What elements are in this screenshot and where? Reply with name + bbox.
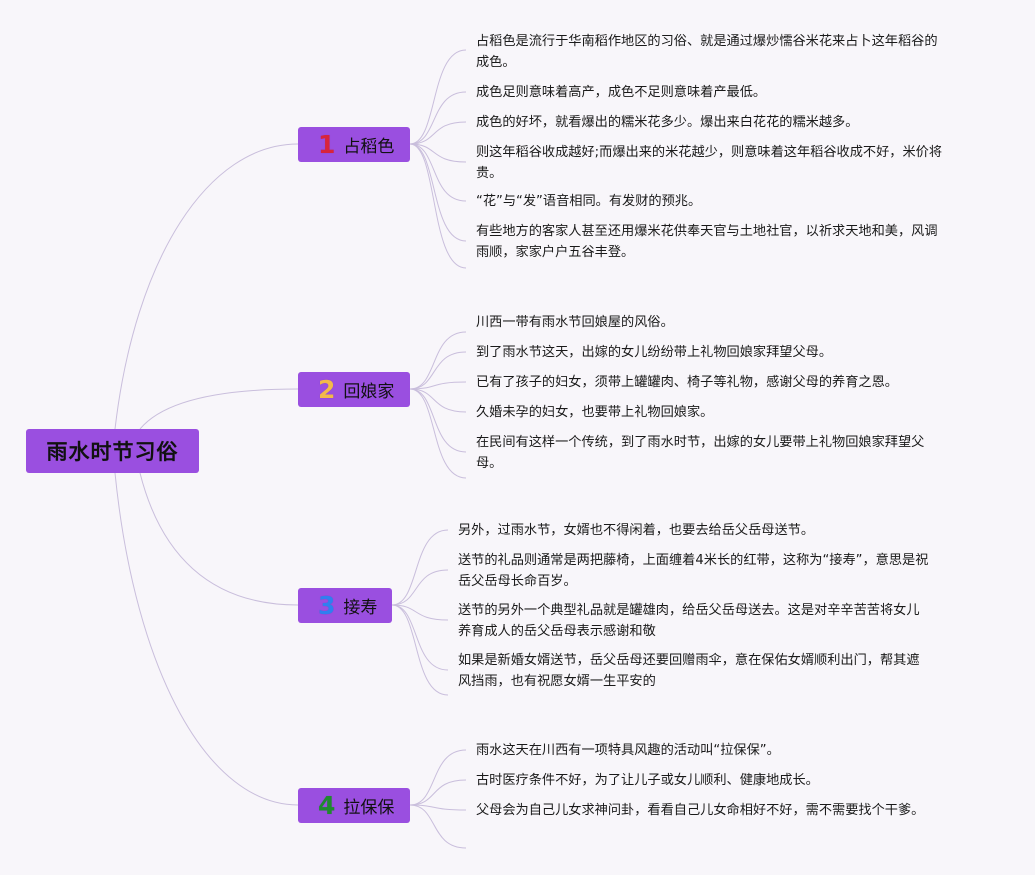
connector-branch-1-leaf-7: [409, 143, 467, 269]
connector-branch-4-leaf-4: [409, 804, 467, 849]
leaf-3-3: 送节的另外一个典型礼品就是罐雄肉，给岳父岳母送去。这是对辛辛苦苦将女儿养育成人的…: [458, 603, 920, 639]
connector-branch-1-leaf-2: [409, 91, 467, 145]
connector-branch-2-leaf-6: [409, 388, 467, 479]
connector-branch-2-leaf-5: [409, 388, 467, 453]
connector-branch-4-leaf-2: [409, 779, 467, 806]
connector-branch-4-leaf-3: [409, 804, 467, 811]
connector-branch-1-leaf-3: [409, 121, 467, 145]
leaf-2-3: 已有了孩子的妇女，须带上罐罐肉、椅子等礼物，感谢父母的养育之恩。: [476, 375, 898, 390]
branch-label-4: 拉保保: [343, 798, 395, 818]
leaf-2-1: 川西一带有雨水节回娘屋的风俗。: [476, 315, 674, 330]
leaf-1-4: 则这年稻谷收成越好;而爆出来的米花越少，则意味着这年稻谷收成不好，米价将贵。: [476, 145, 943, 181]
connector-branch-3-leaf-5: [391, 604, 449, 696]
leaf-4-3: 父母会为自己儿女求神问卦，看看自己儿女命相好不好，需不需要找个干爹。: [476, 803, 925, 818]
connector-branch-1-leaf-4: [409, 143, 467, 163]
branch-label-2: 回娘家: [343, 382, 395, 402]
leaf-2-4: 久婚未孕的妇女，也要带上礼物回娘家。: [476, 405, 714, 420]
branch-node-2[interactable]: 2 回娘家: [298, 372, 410, 407]
connector-branch-1-leaf-1: [409, 49, 467, 145]
connector-branch-4-leaf-1: [409, 749, 467, 806]
root-label: 雨水时节习俗: [46, 440, 179, 464]
leaf-3-1: 另外，过雨水节，女婿也不得闲着，也要去给岳父岳母送节。: [458, 523, 815, 538]
branch-number-3: 3: [318, 591, 336, 620]
connector-branch-3-leaf-3: [391, 604, 449, 621]
leaf-4-1: 雨水这天在川西有一项特具风趣的活动叫“拉保保”。: [476, 743, 780, 758]
branch-node-3[interactable]: 3 接寿: [298, 588, 392, 623]
leaf-1-2: 成色足则意味着高产，成色不足则意味着产最低。: [476, 85, 767, 100]
connector-branch-2-leaf-4: [409, 388, 467, 413]
leaf-1-1: 占稻色是流行于华南稻作地区的习俗、就是通过爆炒懦谷米花来占卜这年稻谷的成色。: [476, 34, 938, 70]
connector-branch-2-leaf-2: [409, 351, 467, 390]
connector-root-branch-4: [114, 472, 299, 806]
connector-root-branch-1: [114, 143, 299, 430]
connector-branch-1-leaf-6: [409, 143, 467, 242]
branch-number-1: 1: [318, 130, 336, 159]
leaf-3-4: 如果是新婚女婿送节，岳父岳母还要回赠雨伞，意在保佑女婿顺利出门，帮其遮风挡雨，也…: [458, 653, 920, 689]
branch-node-1[interactable]: 1 占稻色: [298, 127, 410, 162]
connector-root-branch-2: [139, 388, 299, 430]
connector-branch-2-leaf-3: [409, 381, 467, 390]
leaf-2-2: 到了雨水节这天，出嫁的女儿纷纷带上礼物回娘家拜望父母。: [476, 345, 833, 360]
root-node[interactable]: 雨水时节习俗: [26, 429, 199, 473]
leaf-3-2: 送节的礼品则通常是两把藤椅，上面缠着4米长的红带，这称为“接寿”，意思是祝岳父岳…: [458, 553, 929, 589]
connector-branch-3-leaf-1: [391, 529, 449, 606]
branch-label-3: 接寿: [343, 598, 378, 618]
leaf-1-3: 成色的好坏，就看爆出的糯米花多少。爆出来白花花的糯米越多。: [476, 115, 859, 130]
branch-number-2: 2: [318, 375, 336, 404]
branch-label-1: 占稻色: [343, 137, 395, 157]
leaf-4-2: 古时医疗条件不好，为了让儿子或女儿顺利、健康地成长。: [476, 773, 819, 788]
leaf-1-6: 有些地方的客家人甚至还用爆米花供奉天官与土地社官，以祈求天地和美，风调雨顺，家家…: [476, 224, 938, 260]
connector-branch-1-leaf-5: [409, 143, 467, 202]
leaf-1-5: “花”与“发”语音相同。有发财的预兆。: [476, 194, 702, 209]
connector-branch-3-leaf-2: [391, 569, 449, 606]
connector-root-branch-3: [139, 472, 299, 606]
connector-branch-2-leaf-1: [409, 331, 467, 390]
branch-number-4: 4: [318, 791, 336, 820]
leaf-2-5: 在民间有这样一个传统，到了雨水时节，出嫁的女儿要带上礼物回娘家拜望父母。: [476, 435, 925, 471]
branch-node-4[interactable]: 4 拉保保: [298, 788, 410, 823]
